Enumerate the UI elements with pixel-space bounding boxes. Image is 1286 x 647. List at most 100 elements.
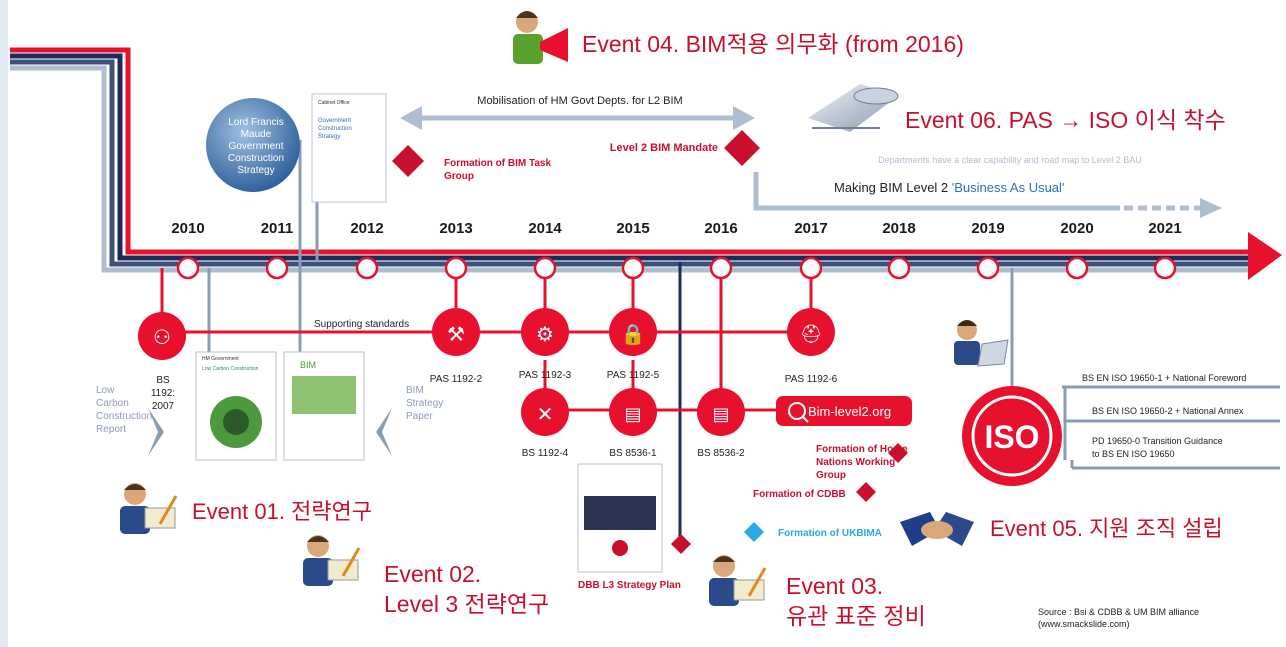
writer-icon bbox=[709, 555, 767, 606]
year-label: 2013 bbox=[439, 220, 472, 237]
timeline-stripes bbox=[10, 47, 1282, 280]
bim-level2-org-label: Bim-level2.org bbox=[808, 404, 891, 419]
event-01-group: Event 01. 전략연구 bbox=[120, 483, 372, 534]
year-marker bbox=[1065, 256, 1089, 280]
team-icon: ⚇ bbox=[153, 325, 171, 349]
event-03-group: Event 03. 유관 표준 정비 bbox=[709, 555, 926, 629]
svg-text:Cabinet Office: Cabinet Office bbox=[318, 100, 350, 106]
event-03-title-line1: Event 03. bbox=[786, 573, 883, 599]
pas11926-node: ⛑ PAS 1192-6 bbox=[785, 308, 838, 385]
event-06-title: Event 06. PAS → ISO 이식 착수 bbox=[905, 107, 1226, 133]
year-labels: 2010 2011 2012 2013 2014 2015 2016 2017 … bbox=[171, 220, 1181, 237]
year-marker bbox=[265, 256, 289, 280]
hard-hat-icon: ⛑ bbox=[800, 324, 823, 345]
svg-text:HM Government: HM Government bbox=[202, 356, 239, 362]
svg-text:BS: BS bbox=[156, 375, 170, 386]
chevron-right-icon bbox=[148, 408, 164, 456]
search-icon bbox=[801, 415, 809, 423]
gcs-document-cover: Cabinet Office Government Construction S… bbox=[311, 93, 387, 203]
year-label: 2017 bbox=[794, 220, 827, 237]
year-marker bbox=[621, 256, 645, 280]
year-label: 2018 bbox=[882, 220, 915, 237]
milestone-diamond bbox=[392, 145, 424, 177]
low-carbon-label-group: Low Carbon Construction Report bbox=[96, 385, 164, 456]
making-bim-label: Making BIM Level 2 bbox=[834, 180, 952, 195]
svg-text:BS 8536-1: BS 8536-1 bbox=[609, 448, 657, 459]
writer-icon bbox=[303, 535, 361, 586]
year-marker bbox=[533, 256, 557, 280]
mobilisation-label: Mobilisation of HM Govt Depts. for L2 BI… bbox=[477, 95, 682, 107]
pas11922-node: ⚒ PAS 1192-2 bbox=[430, 308, 483, 385]
gears-icon: ⚙ bbox=[536, 322, 554, 346]
svg-text:Paper: Paper bbox=[406, 411, 433, 422]
year-label: 2012 bbox=[350, 220, 383, 237]
svg-text:Government: Government bbox=[318, 118, 351, 124]
pas11925-node: 🔒 PAS 1192-5 bbox=[607, 308, 660, 381]
iso-badge-label: ISO bbox=[984, 419, 1039, 455]
year-label: 2019 bbox=[971, 220, 1004, 237]
event-05-title: Event 05. 지원 조직 설립 bbox=[990, 516, 1223, 541]
bim-strategy-label-group: BIM Strategy Paper bbox=[376, 385, 443, 456]
svg-text:Group: Group bbox=[816, 470, 846, 481]
year-marker bbox=[1153, 256, 1177, 280]
construction-worker-icon: ⚒ bbox=[447, 322, 465, 346]
year-label: 2011 bbox=[261, 220, 294, 237]
svg-text:Lord Francis: Lord Francis bbox=[228, 117, 284, 128]
document-search-icon: ▤ bbox=[712, 404, 729, 425]
year-marker bbox=[709, 256, 733, 280]
writer-icon bbox=[120, 483, 178, 534]
event-02-title-line1: Event 02. bbox=[384, 561, 481, 587]
bs11924-node: ✕ BS 1192-4 bbox=[521, 388, 569, 459]
svg-text:BS 1192-4: BS 1192-4 bbox=[522, 448, 569, 459]
support-orgs: Formation of Home Nations Working Group … bbox=[744, 443, 908, 542]
milestone-diamond bbox=[744, 522, 764, 542]
tools-icon: ✕ bbox=[537, 402, 554, 426]
event-03-title-line2: 유관 표준 정비 bbox=[786, 603, 926, 629]
laptop-user-icon bbox=[954, 320, 1009, 367]
iso-item-3b: to BS EN ISO 19650 bbox=[1092, 449, 1175, 459]
bim-task-group: Formation of BIM Task Group bbox=[392, 145, 551, 182]
iso-item-3: PD 19650-0 Transition Guidance bbox=[1092, 436, 1223, 446]
making-bim-bau-arrow: Making BIM Level 2 'Business As Usual' bbox=[753, 172, 1222, 218]
blueprint-pipe-icon bbox=[808, 84, 899, 132]
task-group-line2: Group bbox=[444, 171, 474, 182]
event-04-group: Event 04. BIM적용 의무화 (from 2016) bbox=[513, 11, 964, 64]
svg-text:Strategy: Strategy bbox=[406, 398, 443, 409]
iso-item-1: BS EN ISO 19650-1 + National Foreword bbox=[1082, 373, 1246, 383]
svg-text:2007: 2007 bbox=[152, 401, 175, 412]
event-06-group: Event 06. PAS → ISO 이식 착수 Departments ha… bbox=[808, 84, 1226, 165]
svg-text:Strategy: Strategy bbox=[237, 165, 274, 176]
event-01-title: Event 01. 전략연구 bbox=[192, 499, 372, 524]
bim-strategy-document: BIM bbox=[283, 351, 365, 461]
svg-text:Strategy: Strategy bbox=[318, 134, 340, 140]
lord-francis-maude-image: Lord Francis Maude Government Constructi… bbox=[206, 98, 300, 192]
svg-text:Maude: Maude bbox=[241, 129, 272, 140]
level2-mandate-label: Level 2 BIM Mandate bbox=[610, 142, 718, 154]
svg-text:BS 8536-2: BS 8536-2 bbox=[697, 448, 745, 459]
task-group-line1: Formation of BIM Task bbox=[444, 158, 551, 169]
supporting-standards-label: Supporting standards bbox=[314, 319, 409, 330]
bs1192-node: ⚇ BS 1192: 2007 bbox=[138, 312, 186, 412]
milestone-diamond bbox=[671, 534, 691, 554]
svg-text:Carbon: Carbon bbox=[96, 398, 129, 409]
svg-text:Report: Report bbox=[96, 424, 126, 435]
bim-level2-org-badge[interactable]: Bim-level2.org bbox=[776, 396, 912, 426]
lock-icon: 🔒 bbox=[621, 322, 646, 346]
svg-text:Nations Working: Nations Working bbox=[816, 457, 895, 468]
svg-text:PAS 1192-6: PAS 1192-6 bbox=[785, 374, 838, 385]
svg-text:(www.smackslide.com): (www.smackslide.com) bbox=[1038, 619, 1130, 629]
year-marker bbox=[887, 256, 911, 280]
year-marker bbox=[976, 256, 1000, 280]
svg-text:Low Carbon Construction: Low Carbon Construction bbox=[202, 366, 259, 372]
milestone-diamond bbox=[856, 482, 876, 502]
svg-text:Formation of Home: Formation of Home bbox=[816, 444, 908, 455]
year-label: 2010 bbox=[171, 220, 204, 237]
milestone-diamond bbox=[888, 443, 908, 463]
bau-label: 'Business As Usual' bbox=[952, 180, 1065, 195]
year-marker bbox=[355, 256, 379, 280]
svg-text:Formation of CDBB: Formation of CDBB bbox=[753, 489, 846, 500]
svg-text:Construction: Construction bbox=[318, 126, 352, 132]
svg-text:1192:: 1192: bbox=[151, 388, 175, 399]
